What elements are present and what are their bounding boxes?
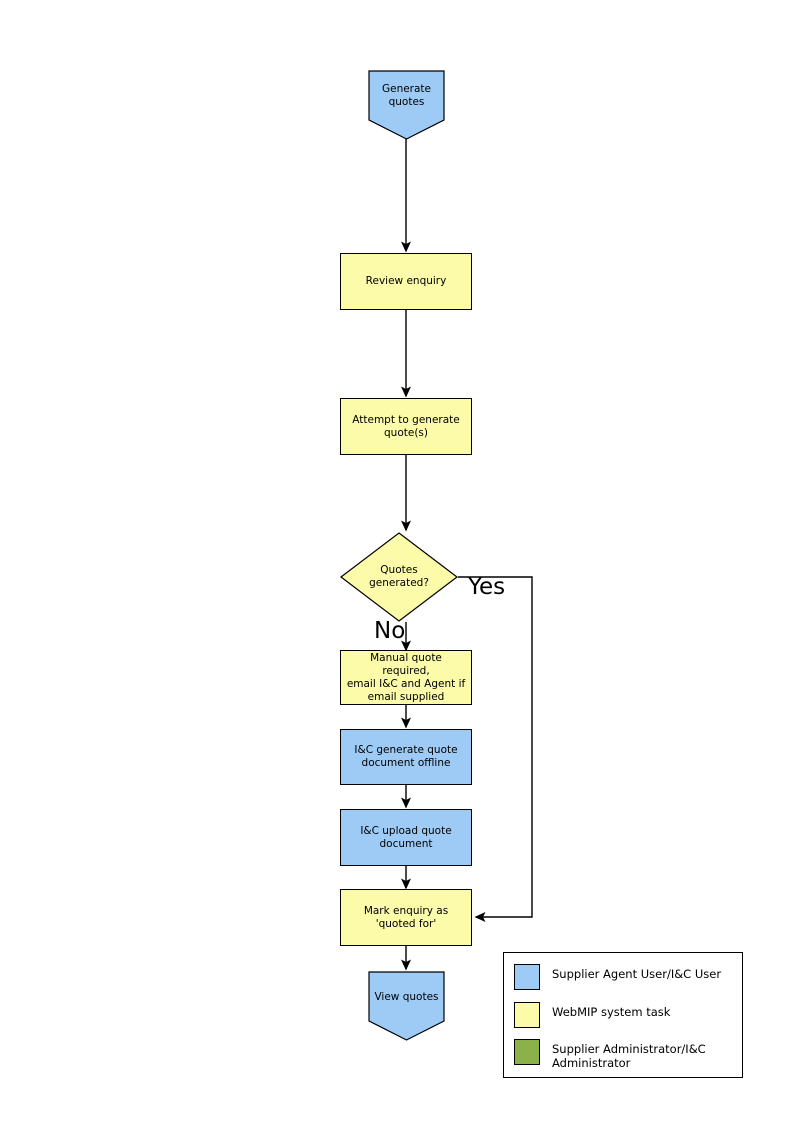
node-manual-quote-required[interactable]: Manual quote required, email I&C and Age…	[340, 650, 472, 705]
node-label: Manual quote required, email I&C and Age…	[346, 651, 466, 703]
legend-item-supplier-agent-user: Supplier Agent User/I&C User	[514, 964, 721, 990]
node-label: Review enquiry	[365, 275, 447, 287]
legend-swatch-yellow-icon	[514, 1002, 540, 1028]
legend-item-supplier-administrator: Supplier Administrator/I&C Administrator	[514, 1039, 706, 1070]
legend: Supplier Agent User/I&C User WebMIP syst…	[503, 952, 743, 1078]
legend-item-label: Supplier Administrator/I&C Administrator	[552, 1042, 706, 1070]
node-attempt-generate-quotes[interactable]: Attempt to generate quote(s)	[340, 398, 472, 455]
legend-item-label: Supplier Agent User/I&C User	[552, 967, 722, 981]
node-mark-enquiry-quoted-for[interactable]: Mark enquiry as 'quoted for'	[340, 889, 472, 946]
node-label: Mark enquiry as 'quoted for'	[363, 904, 449, 930]
node-ic-upload-quote-document[interactable]: I&C upload quote document	[340, 809, 472, 866]
node-review-enquiry[interactable]: Review enquiry	[340, 253, 472, 310]
node-view-quotes[interactable]: View quotes	[368, 971, 445, 1041]
node-generate-quotes[interactable]: Generate quotes	[368, 70, 445, 140]
node-label: I&C upload quote document	[360, 824, 452, 850]
legend-swatch-green-icon	[514, 1039, 540, 1065]
edge-label-yes: Yes	[468, 574, 506, 600]
node-label: Attempt to generate quote(s)	[352, 413, 460, 439]
node-ic-generate-quote-offline[interactable]: I&C generate quote document offline	[340, 729, 472, 785]
legend-swatch-blue-icon	[514, 964, 540, 990]
node-quotes-generated[interactable]: Quotes generated?	[340, 532, 458, 622]
legend-item-label: WebMIP system task	[552, 1005, 671, 1019]
node-label: I&C generate quote document offline	[354, 744, 458, 769]
legend-item-webmip-system-task: WebMIP system task	[514, 1002, 670, 1028]
edge-label-no: No	[374, 618, 406, 644]
